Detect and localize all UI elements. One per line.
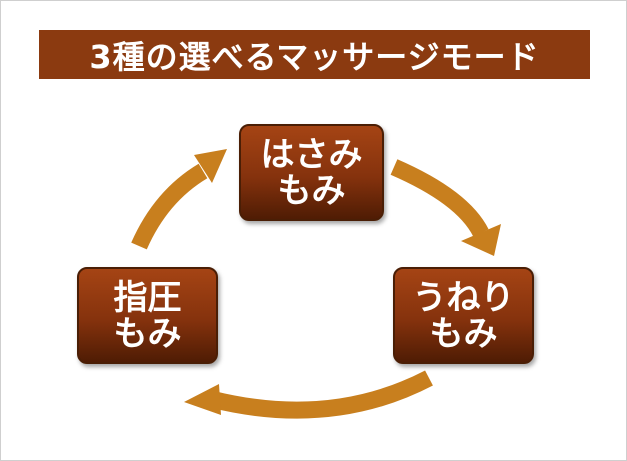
mode-label-hasami: はさみ もみ — [260, 134, 363, 211]
arrow-right-to-left — [208, 370, 433, 419]
arrow-head-top — [194, 149, 227, 183]
arrow-top-to-right — [390, 159, 489, 238]
mode-box-uneri: うねり もみ — [393, 267, 534, 364]
mode-label-shiatsu: 指圧 もみ — [113, 277, 182, 354]
title-banner: 3種の選べるマッサージモード — [39, 30, 590, 79]
arrow-head-right — [461, 224, 501, 256]
mode-box-hasami: はさみ もみ — [239, 124, 384, 221]
mode-box-shiatsu: 指圧 もみ — [77, 267, 218, 364]
mode-label-uneri: うねり もみ — [412, 277, 515, 354]
arrow-head-left — [184, 384, 221, 415]
diagram-title: 3種の選べるマッサージモード — [89, 37, 540, 76]
arrow-left-to-top — [131, 163, 208, 250]
